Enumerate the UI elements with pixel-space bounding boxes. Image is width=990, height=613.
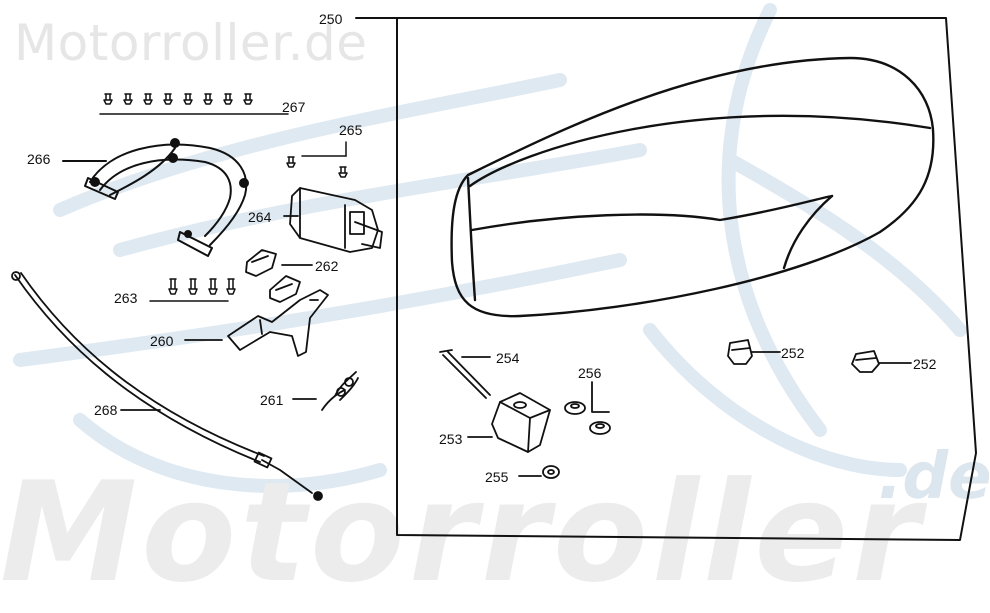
- part-253-bracket: [467, 392, 551, 453]
- part-254-pin: [439, 349, 491, 399]
- part-label-268: 268: [94, 402, 118, 418]
- part-label-264: 264: [248, 209, 272, 225]
- part-label-254: 254: [496, 350, 520, 366]
- part-267-screws: [99, 93, 289, 115]
- part-264-seat-lock: [283, 187, 383, 253]
- part-label-250: 250: [319, 11, 343, 27]
- parts-diagram: Motorroller.de Motorroller .de: [0, 3, 990, 613]
- part-262-clips: [245, 249, 313, 303]
- part-260-latch-lever: [184, 289, 329, 357]
- part-265-screws: [286, 141, 348, 178]
- part-label-255: 255: [485, 469, 509, 485]
- part-255-washer: [518, 465, 560, 479]
- part-label-261: 261: [260, 392, 284, 408]
- part-256-bushing: [564, 381, 611, 435]
- part-252-buffer-b: [851, 350, 912, 373]
- part-250-seat: [450, 56, 935, 318]
- part-label-265: 265: [339, 122, 363, 138]
- watermark-logo: [13, 3, 967, 493]
- part-label-252b: 252: [913, 356, 937, 372]
- part-268-cable: [11, 271, 323, 501]
- part-label-266: 266: [27, 151, 51, 167]
- part-label-253: 253: [439, 431, 463, 447]
- drawing: [11, 17, 977, 541]
- part-266-grab-rail: [62, 138, 249, 257]
- part-label-262: 262: [315, 258, 339, 274]
- part-label-252a: 252: [781, 345, 805, 361]
- part-252-buffer-a: [727, 339, 781, 365]
- seat-group-frame: [355, 17, 977, 541]
- part-label-263: 263: [114, 290, 138, 306]
- part-261-spring: [292, 371, 359, 411]
- part-263-screws: [149, 278, 236, 302]
- part-label-267: 267: [282, 99, 306, 115]
- watermark-text: Motorroller.de: [14, 14, 368, 72]
- part-label-256: 256: [578, 365, 602, 381]
- part-label-260: 260: [150, 333, 174, 349]
